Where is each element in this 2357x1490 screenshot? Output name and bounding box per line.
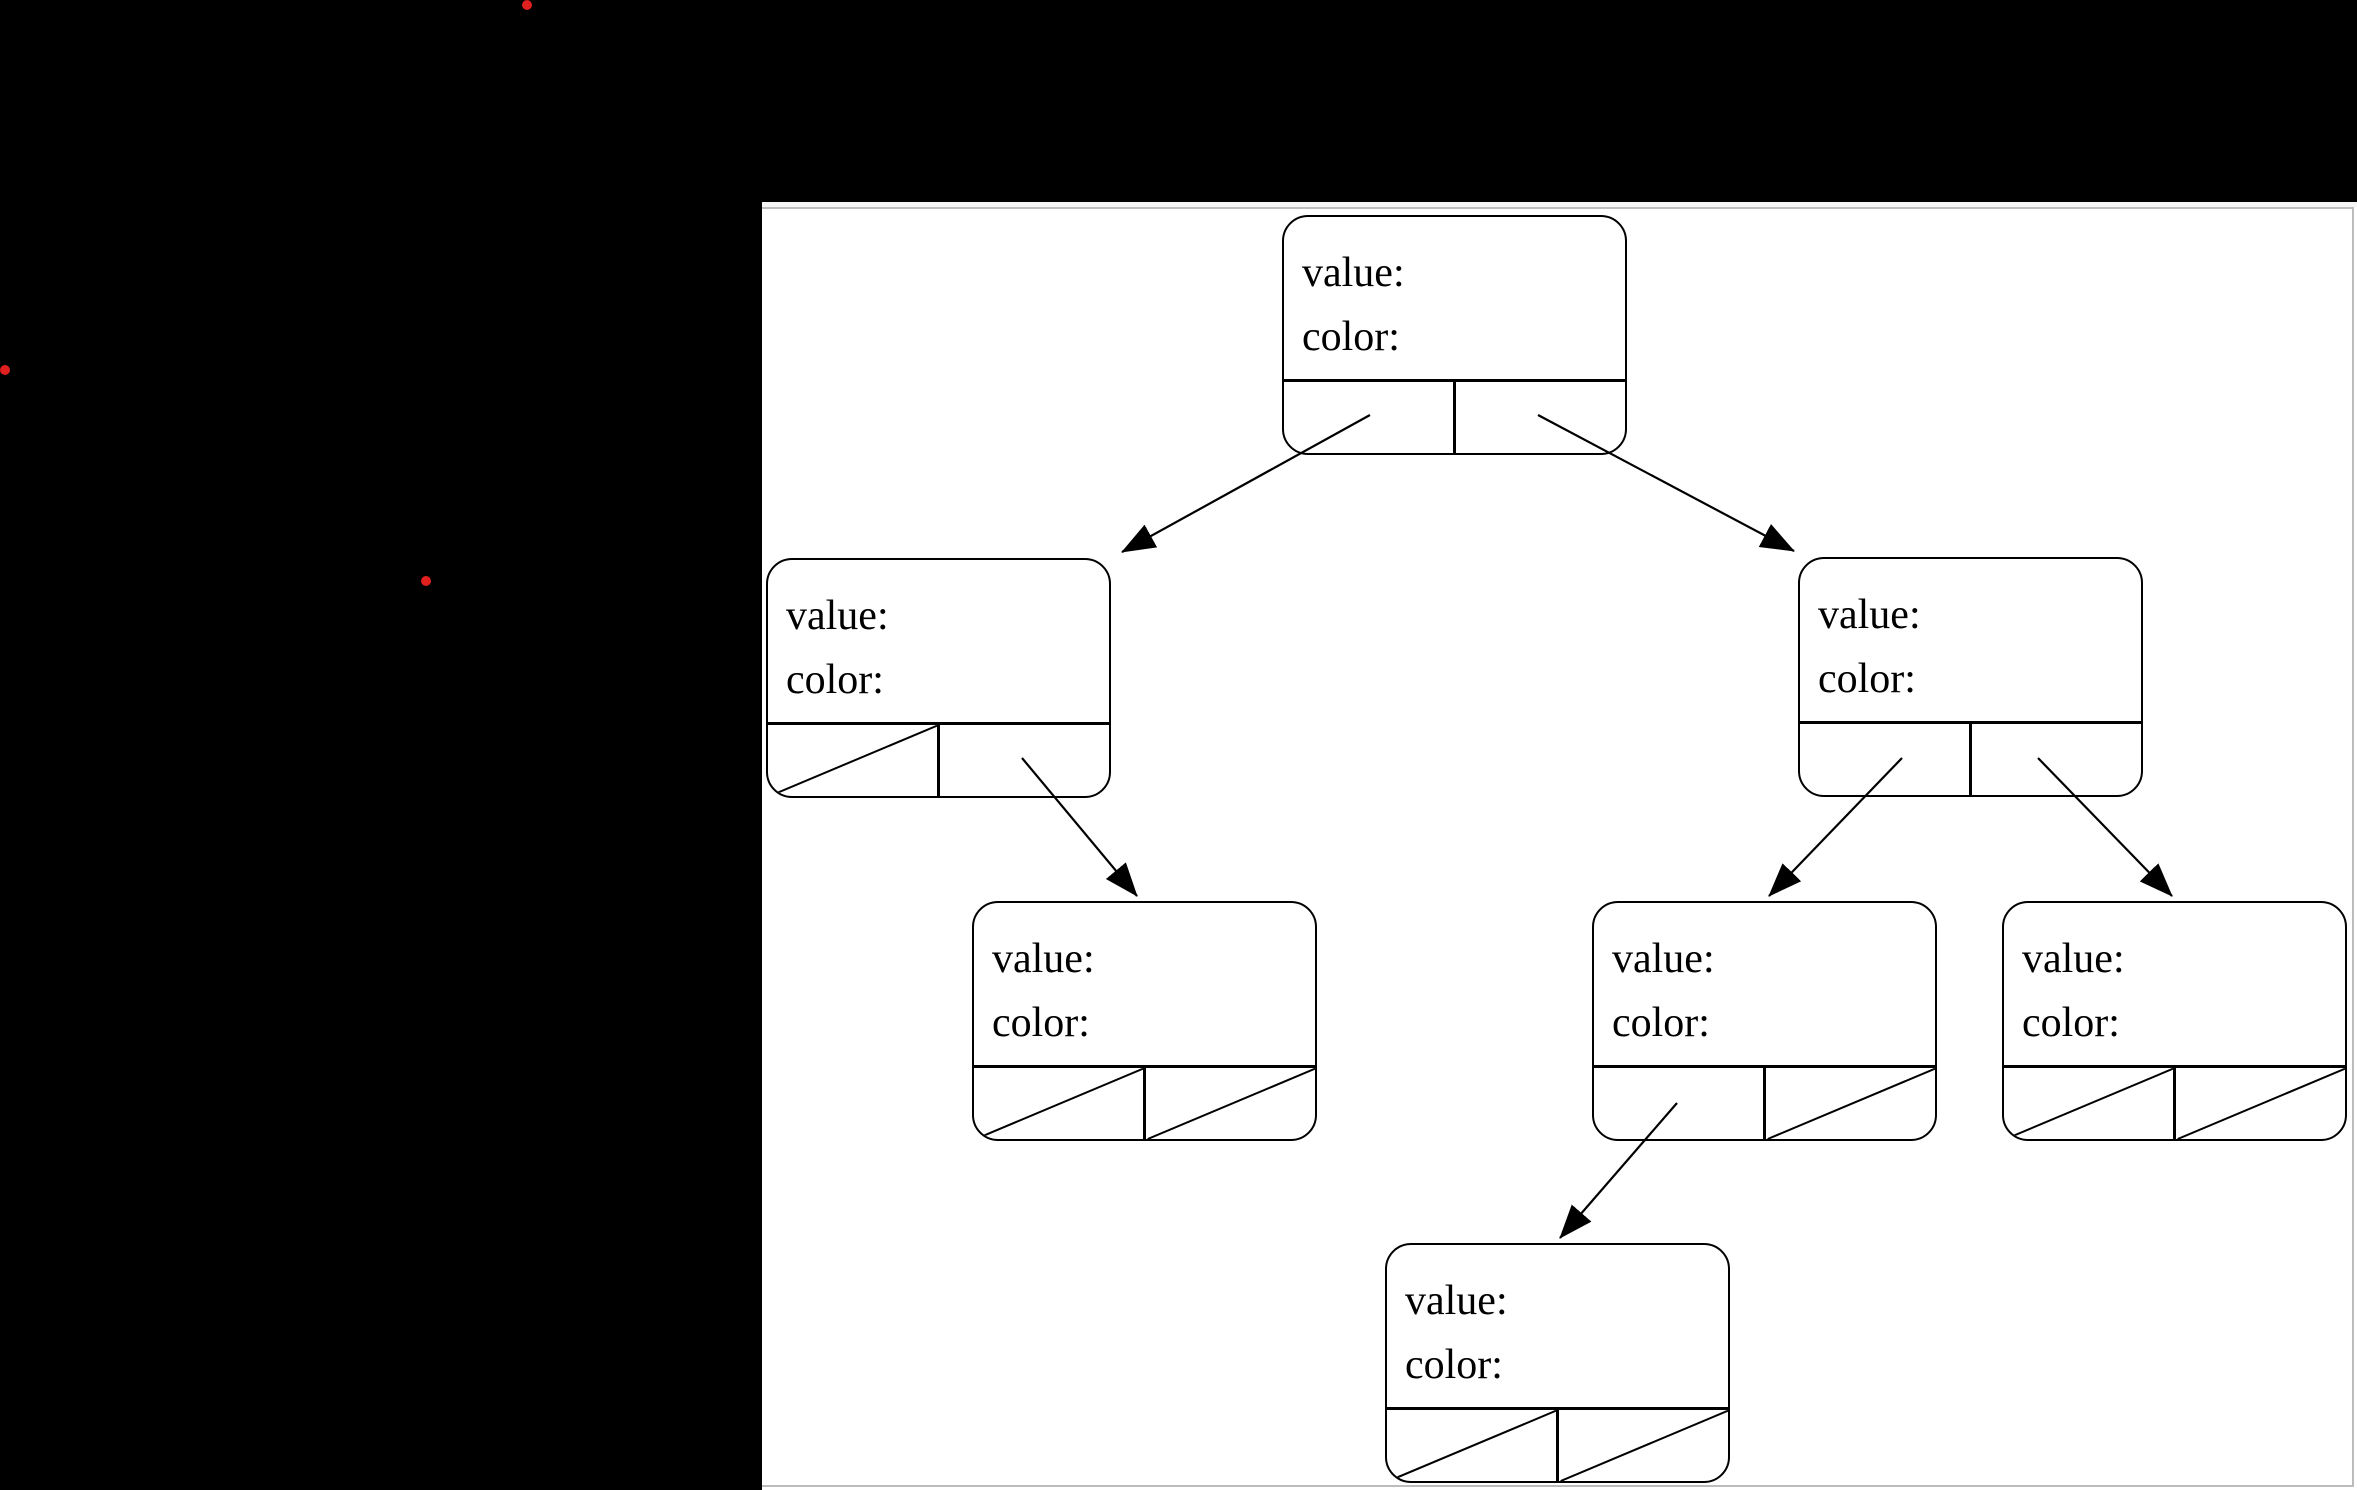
tree-node-root: value: color:	[1282, 215, 1627, 455]
tree-node-left: value: color:	[766, 558, 1111, 798]
null-slash-icon	[768, 725, 937, 796]
node-fields: value: color:	[1800, 559, 2141, 726]
panel-frame-border	[762, 207, 2354, 1487]
left-pointer-cell	[1800, 724, 1972, 795]
pointer-row	[768, 722, 1109, 796]
value-label: value:	[1612, 936, 1715, 982]
color-label: color:	[1302, 314, 1400, 360]
color-label: color:	[1612, 1000, 1710, 1046]
null-slash-icon	[2176, 1068, 2345, 1139]
tree-node-right-left-left: value: color:	[1385, 1243, 1730, 1483]
color-label: color:	[1818, 656, 1916, 702]
right-pointer-cell	[1456, 382, 1625, 453]
right-pointer-cell	[1146, 1068, 1315, 1139]
value-label: value:	[1818, 592, 1921, 638]
right-pointer-cell	[2176, 1068, 2345, 1139]
pointer-row	[1800, 721, 2141, 795]
right-pointer-cell	[1766, 1068, 1935, 1139]
null-slash-icon	[1146, 1068, 1315, 1139]
left-pointer-cell	[2004, 1068, 2176, 1139]
color-label: color:	[2022, 1000, 2120, 1046]
node-fields: value: color:	[2004, 903, 2345, 1070]
color-label: color:	[992, 1000, 1090, 1046]
null-slash-icon	[1387, 1410, 1556, 1481]
color-label: color:	[786, 657, 884, 703]
value-label: value:	[1405, 1278, 1508, 1324]
node-fields: value: color:	[1284, 217, 1625, 384]
value-label: value:	[1302, 250, 1405, 296]
red-pointer-dot-left	[0, 365, 10, 375]
pointer-row	[974, 1065, 1315, 1139]
panel-top-strip	[762, 202, 2357, 207]
tree-node-right: value: color:	[1798, 557, 2143, 797]
left-pointer-cell	[1284, 382, 1456, 453]
pointer-row	[1387, 1407, 1728, 1481]
left-pointer-cell	[1594, 1068, 1766, 1139]
red-pointer-dot-top	[522, 0, 532, 10]
left-pointer-cell	[768, 725, 940, 796]
right-pointer-cell	[940, 725, 1109, 796]
null-slash-icon	[1766, 1068, 1935, 1139]
node-fields: value: color:	[1387, 1245, 1728, 1412]
value-label: value:	[992, 936, 1095, 982]
node-fields: value: color:	[1594, 903, 1935, 1070]
pointer-row	[1284, 379, 1625, 453]
tree-node-right-right: value: color:	[2002, 901, 2347, 1141]
tree-node-right-left: value: color:	[1592, 901, 1937, 1141]
color-label: color:	[1405, 1342, 1503, 1388]
pointer-row	[2004, 1065, 2345, 1139]
null-slash-icon	[1559, 1410, 1728, 1481]
value-label: value:	[2022, 936, 2125, 982]
null-slash-icon	[974, 1068, 1143, 1139]
left-pointer-cell	[974, 1068, 1146, 1139]
right-pointer-cell	[1972, 724, 2141, 795]
node-fields: value: color:	[768, 560, 1109, 727]
node-fields: value: color:	[974, 903, 1315, 1070]
null-slash-icon	[2004, 1068, 2173, 1139]
right-pointer-cell	[1559, 1410, 1728, 1481]
value-label: value:	[786, 593, 889, 639]
red-pointer-dot-mid	[421, 576, 431, 586]
pointer-row	[1594, 1065, 1935, 1139]
tree-node-left-right: value: color:	[972, 901, 1317, 1141]
left-pointer-cell	[1387, 1410, 1559, 1481]
